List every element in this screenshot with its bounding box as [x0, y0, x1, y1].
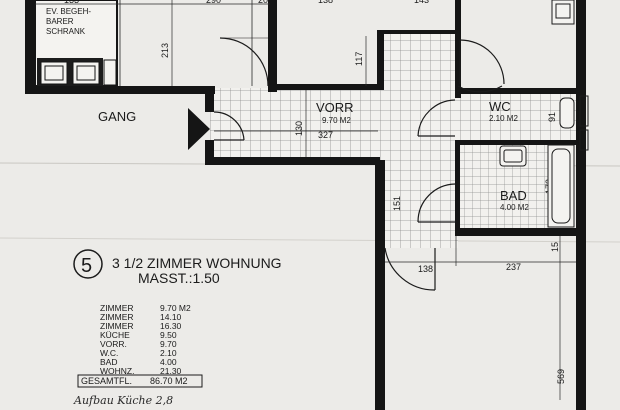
- area-row-label: W.C.: [100, 348, 118, 358]
- area-row-label: KÜCHE: [100, 330, 130, 340]
- area-row-label: BAD: [100, 357, 117, 367]
- area-row-value: 21.30: [160, 366, 182, 376]
- unit-number: 5: [81, 255, 92, 277]
- total-label: GESAMTFL.: [81, 376, 132, 386]
- dim-133: 133: [64, 0, 79, 5]
- room-vorr-area: 9.70 M2: [322, 116, 351, 125]
- wardrobe: [34, 0, 118, 87]
- dim-290: 290: [206, 0, 221, 5]
- area-row-value: 16.30: [160, 321, 182, 331]
- room-bad-name: BAD: [500, 188, 527, 203]
- area-row-label: VORR.: [100, 339, 127, 349]
- lower-dimension-lines: [385, 236, 576, 400]
- area-row-value: 4.00: [160, 357, 177, 367]
- room-wc-area: 2.10 M2: [489, 114, 518, 123]
- room-bad-area: 4.00 M2: [500, 203, 529, 212]
- dim-138-bottom: 138: [418, 264, 433, 274]
- area-row-label: ZIMMER: [100, 303, 134, 313]
- dim-91: 91: [547, 112, 557, 122]
- dim-151: 151: [392, 196, 402, 211]
- doors: [213, 37, 505, 291]
- room-wc-name: WC: [489, 99, 511, 114]
- dim-130: 130: [294, 121, 304, 136]
- dim-569: 569: [556, 369, 566, 384]
- top-dimension-line: [35, 0, 270, 86]
- dim-237: 237: [506, 262, 521, 272]
- legend-title: 3 1/2 ZIMMER WOHNUNG: [112, 255, 282, 271]
- dim-15: 15: [550, 242, 560, 252]
- handwritten-note: Aufbau Küche 2,8: [73, 394, 173, 407]
- total-box: [77, 374, 203, 388]
- area-row-label: ZIMMER: [100, 312, 134, 322]
- dim-327: 327: [318, 130, 333, 140]
- area-row-value: 9.70 M2: [160, 303, 191, 313]
- legend-scale: MASST.:1.50: [138, 270, 220, 286]
- dim-143: 143: [414, 0, 429, 5]
- wardrobe-label-line-1: EV. BEGEH-: [46, 7, 91, 16]
- fixtures: [499, 0, 589, 228]
- area-row-value: 9.50: [160, 330, 177, 340]
- area-row-value: 2.10: [160, 348, 177, 358]
- area-row-label: WOHNZ.: [100, 366, 134, 376]
- area-table: ZIMMER 9.70 M2 ZIMMER 14.10 ZIMMER 16.30…: [100, 303, 191, 376]
- total-value: 86.70 M2: [150, 376, 188, 386]
- area-row-label: ZIMMER: [100, 321, 134, 331]
- area-row-value: 14.10: [160, 312, 182, 322]
- wardrobe-label-line-2: BARER: [46, 17, 74, 26]
- gang-label: GANG: [98, 109, 136, 124]
- wardrobe-label-line-3: SCHRANK: [46, 27, 86, 36]
- dim-117: 117: [354, 52, 364, 66]
- dim-138-top: 138: [318, 0, 333, 5]
- walls: [25, 0, 586, 410]
- room-vorr-name: VORR: [316, 100, 354, 115]
- area-row-value: 9.70: [160, 339, 177, 349]
- unit-number-circle: [73, 249, 103, 279]
- entrance-arrow-icon: [188, 108, 210, 150]
- dim-213: 213: [160, 43, 170, 58]
- dim-20: 20: [258, 0, 268, 5]
- tiled-floors: [210, 30, 576, 248]
